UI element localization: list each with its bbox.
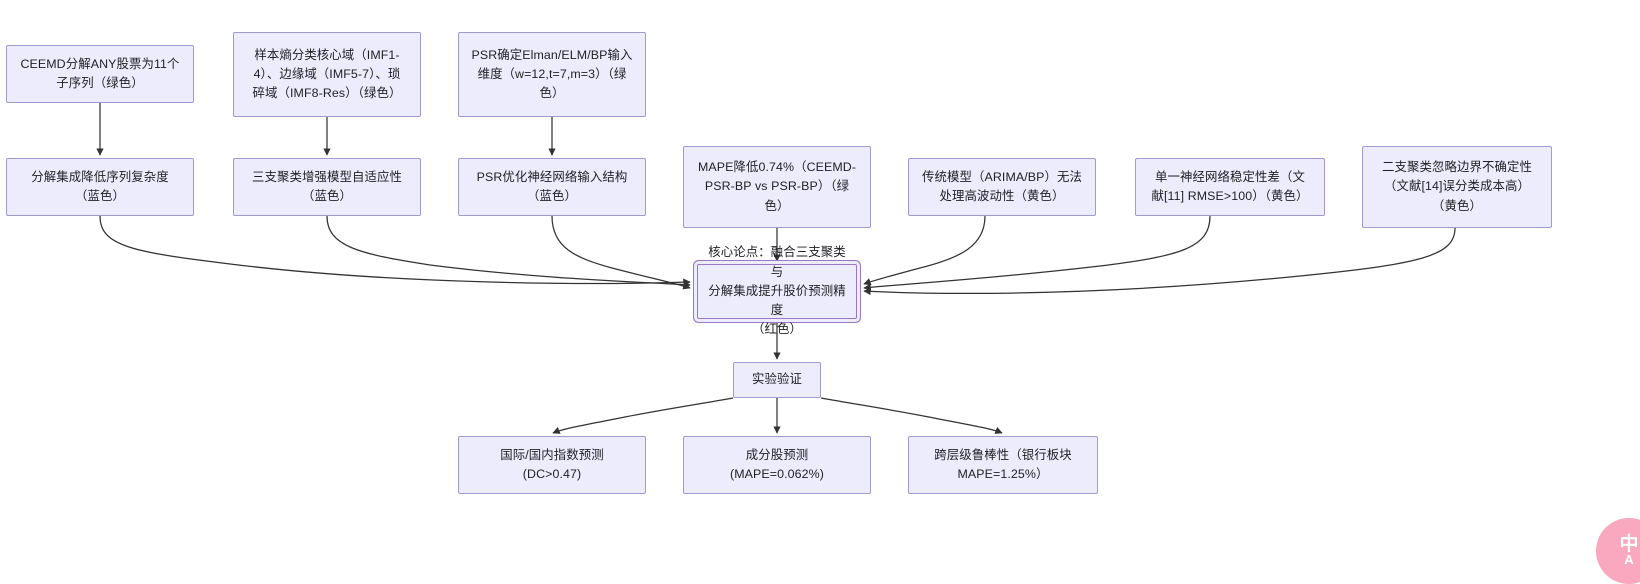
node-two-way-clustering-gap[interactable]: 二支聚类忽略边界不确定性 （文献[14]误分类成本高） （黄色） [1362, 146, 1552, 228]
edge-n12-n15 [820, 397, 1003, 434]
node-decomposition-reduces-complexity[interactable]: 分解集成降低序列复杂度 （蓝色） [6, 158, 194, 216]
watermark-main-label: 中 [1619, 534, 1639, 556]
edge-n8-n11 [863, 215, 986, 286]
node-three-way-clustering-adaptivity[interactable]: 三支聚类增强模型自适应性 （蓝色） [233, 158, 421, 216]
node-single-network-instability-gap[interactable]: 单一神经网络稳定性差（文 献[11] RMSE>100）（黄色） [1135, 158, 1325, 216]
edge-n6-n11 [551, 215, 691, 290]
node-index-forecast-result[interactable]: 国际/国内指数预测 (DC>0.47) [458, 436, 646, 494]
edge-n4-n11 [99, 215, 691, 286]
edge-n9-n11 [863, 215, 1211, 291]
node-psr-optimizes-network-input[interactable]: PSR优化神经网络输入结构 （蓝色） [458, 158, 646, 216]
watermark-badge[interactable]: 中 A [1596, 518, 1640, 584]
edge-n12-n13 [552, 397, 734, 434]
node-constituent-stock-result[interactable]: 成分股预测 (MAPE=0.062%) [683, 436, 871, 494]
node-sample-entropy-classify[interactable]: 样本熵分类核心域（IMF1- 4）、边缘域（IMF5-7）、琐 碎域（IMF8-… [233, 32, 421, 117]
edge-n5-n11 [326, 215, 691, 289]
node-cross-level-robustness-result[interactable]: 跨层级鲁棒性（银行板块 MAPE=1.25%） [908, 436, 1098, 494]
node-psr-input-dimension[interactable]: PSR确定Elman/ELM/BP输入 维度（w=12,t=7,m=3）（绿 色… [458, 32, 646, 117]
node-experimental-validation[interactable]: 实验验证 [733, 362, 821, 398]
node-ceemd-decompose[interactable]: CEEMD分解ANY股票为11个 子序列（绿色） [6, 45, 194, 103]
node-traditional-model-gap[interactable]: 传统模型（ARIMA/BP）无法 处理高波动性（黄色） [908, 158, 1096, 216]
node-mape-improvement[interactable]: MAPE降低0.74%（CEEMD- PSR-BP vs PSR-BP）（绿 色… [683, 146, 871, 228]
edge-n10-n11 [863, 227, 1456, 296]
watermark-sub-label: A [1624, 551, 1634, 567]
node-core-thesis[interactable]: 核心论点：融合三支聚类与 分解集成提升股价预测精度 （红色） [697, 245, 857, 336]
